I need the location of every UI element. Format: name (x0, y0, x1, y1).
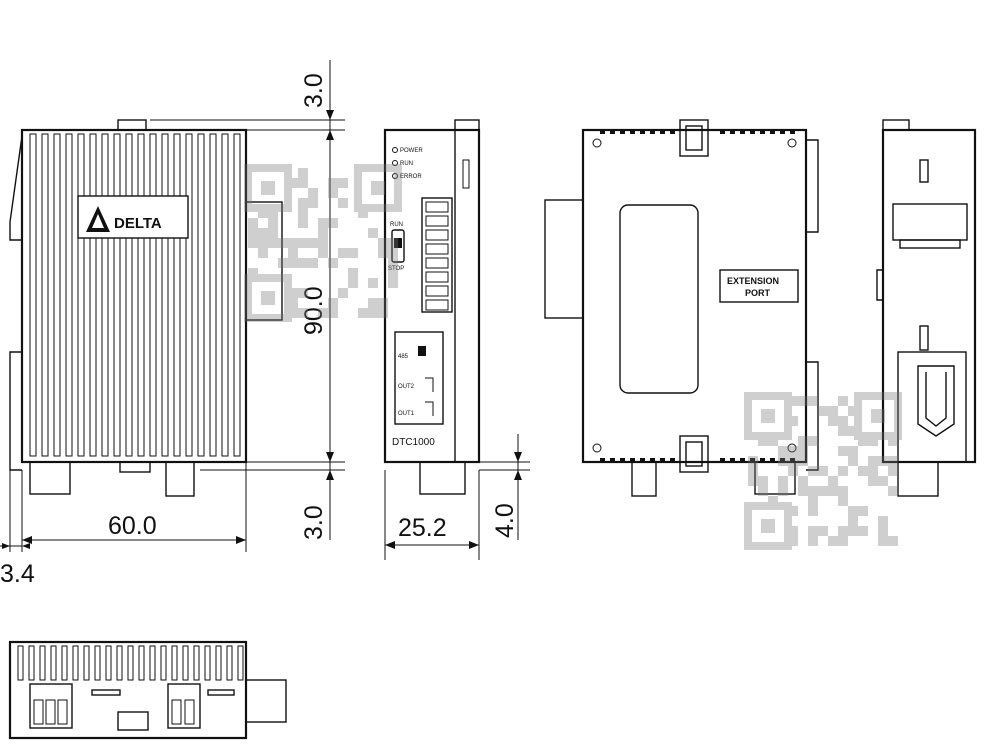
right-side-view (876, 119, 977, 497)
model-label: DTC1000 (392, 437, 435, 448)
led-power-label: POWER (400, 148, 423, 154)
dim-top-clearance: 3.0 (300, 73, 328, 108)
dim-width: 60.0 (108, 512, 157, 540)
top-bottom-ridges (600, 130, 795, 462)
bottom-view (8, 640, 287, 740)
switch-run-label: RUN (390, 222, 403, 228)
terminal-block (425, 201, 449, 311)
dim-bottom-clearance: 3.0 (300, 505, 328, 540)
dim-rail-offset: 3.4 (0, 560, 35, 588)
cooling-fins (29, 133, 241, 457)
dim-height: 90.0 (300, 286, 328, 335)
port-485-label: 485 (398, 354, 409, 360)
switch-stop-label: STOP (388, 266, 404, 272)
brand-logo-text: DELTA (114, 215, 162, 232)
out2-label: OUT2 (398, 384, 415, 390)
led-run-label: RUN (400, 161, 413, 167)
side-view: DELTA 60.0 3.4 (0, 119, 283, 588)
qr-watermark (244, 164, 402, 322)
front-view: POWER RUN ERROR RUN STOP 485 OUT2 OUT1 D… (383, 119, 530, 560)
qr-watermark (744, 392, 902, 550)
bottom-fins (17, 645, 244, 681)
delta-logo-icon (86, 206, 110, 232)
bottom-terminals (33, 699, 195, 725)
ext-port-label-line1: EXTENSION (727, 276, 779, 286)
dim-depth: 25.2 (398, 514, 447, 542)
ext-port-label-line2: PORT (745, 288, 771, 298)
dim-front-offset: 4.0 (491, 503, 519, 538)
led-error-label: ERROR (400, 174, 422, 180)
back-view: EXTENSION PORT (544, 119, 819, 497)
height-dimensions: 3.0 90.0 3.0 (150, 60, 345, 540)
run-stop-switch[interactable] (391, 229, 405, 263)
out1-label: OUT1 (398, 411, 415, 417)
